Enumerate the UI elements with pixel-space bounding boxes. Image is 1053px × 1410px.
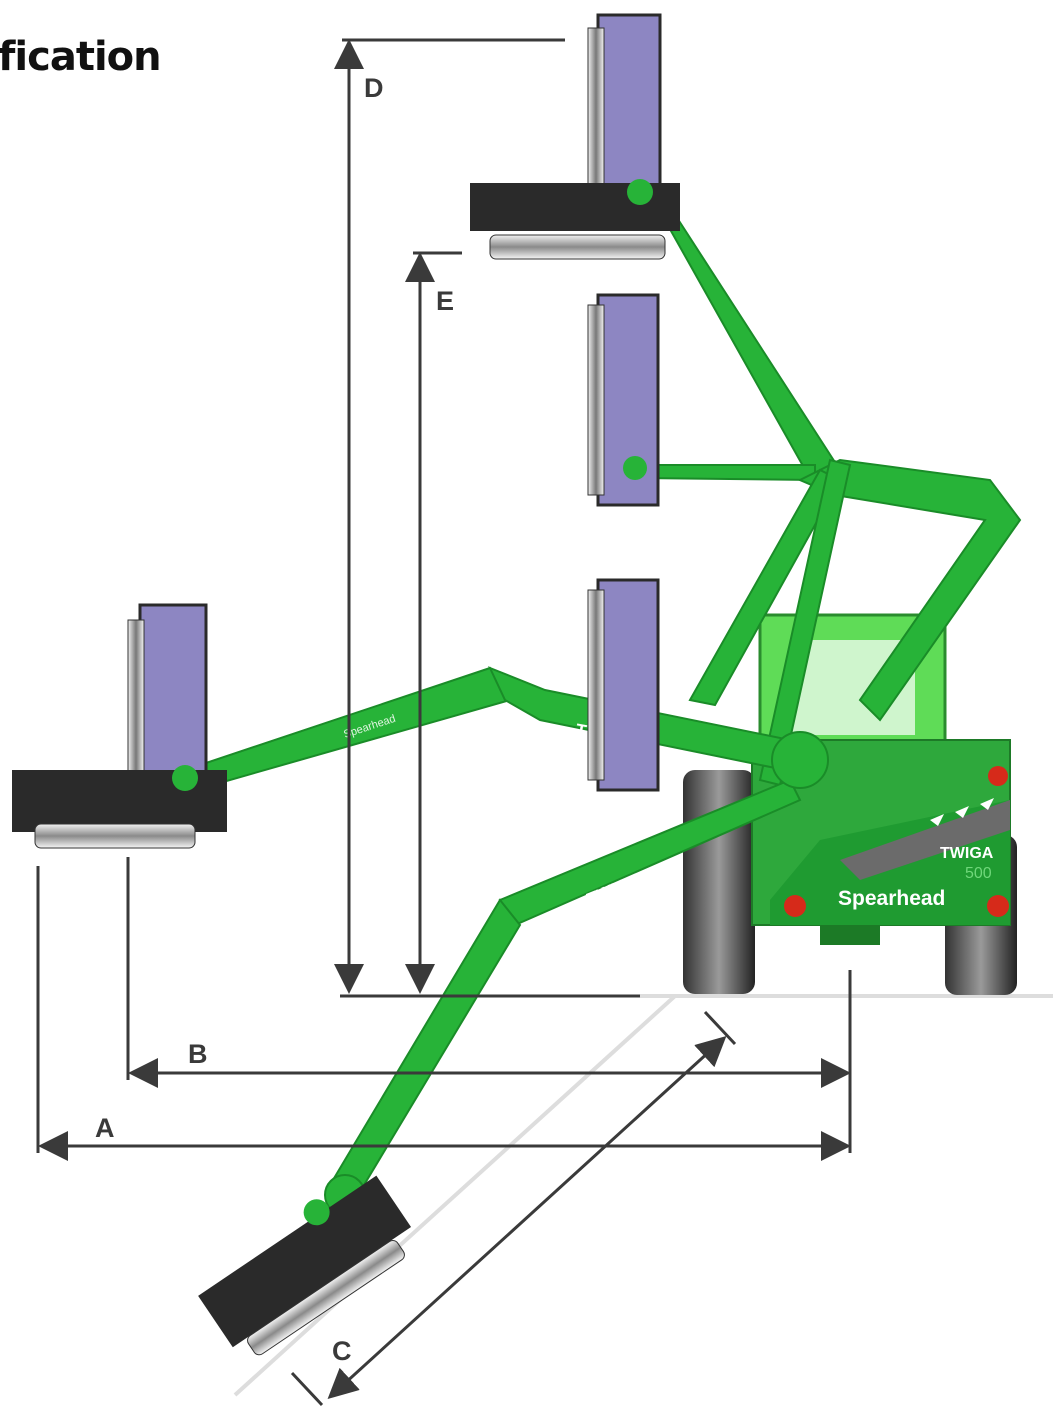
dimension-d-label: D <box>364 73 384 103</box>
chevron-stripe <box>840 800 1010 880</box>
upper-lamp <box>988 766 1008 786</box>
rear-lamp-right <box>987 895 1009 917</box>
tractor-model-number: 500 <box>965 865 992 882</box>
dimension-e-label: E <box>436 286 454 316</box>
dimension-c-line <box>327 1035 727 1400</box>
dimension-c-label: C <box>332 1336 352 1366</box>
boom-arm-top <box>647 189 842 484</box>
flail-head-mid <box>587 293 660 507</box>
tractor: Spearhead TWIGA 500 <box>683 613 1017 995</box>
dimension-a-label: A <box>95 1113 115 1143</box>
flail-head-left <box>12 603 227 849</box>
flail-head-top <box>470 13 680 260</box>
dimension-b-label: B <box>188 1039 208 1069</box>
page-title: fication <box>0 34 162 80</box>
tractor-maker-label: Spearhead <box>838 887 945 910</box>
dimension-c-top-extension <box>703 1010 737 1046</box>
flail-head-bottom <box>198 1175 412 1356</box>
dimension-c-bottom-extension <box>290 1371 324 1407</box>
tractor-model-label: TWIGA <box>940 845 994 862</box>
boom-arm-down <box>328 898 522 1202</box>
rear-lamp-left <box>784 895 806 917</box>
boom-arm-mid <box>639 464 816 482</box>
chevron-icons <box>930 798 994 826</box>
flail-head-low <box>587 578 660 792</box>
